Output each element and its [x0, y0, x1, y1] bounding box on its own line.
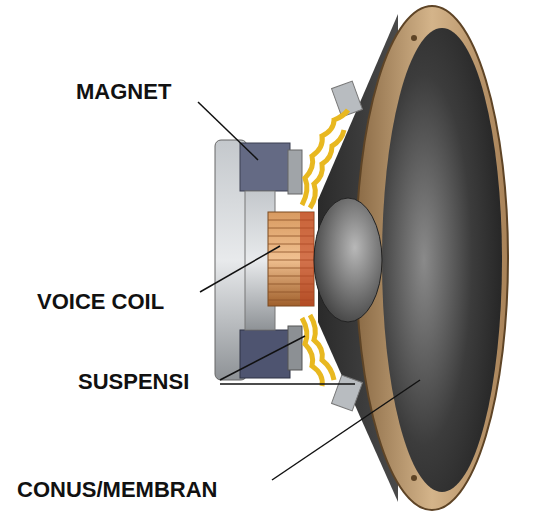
part-label: SUSPENSI: [78, 370, 189, 394]
part-label: VOICE COIL: [37, 290, 164, 314]
part-label: CONUS/MEMBRAN: [17, 478, 217, 502]
part-label: MAGNET: [76, 80, 171, 104]
